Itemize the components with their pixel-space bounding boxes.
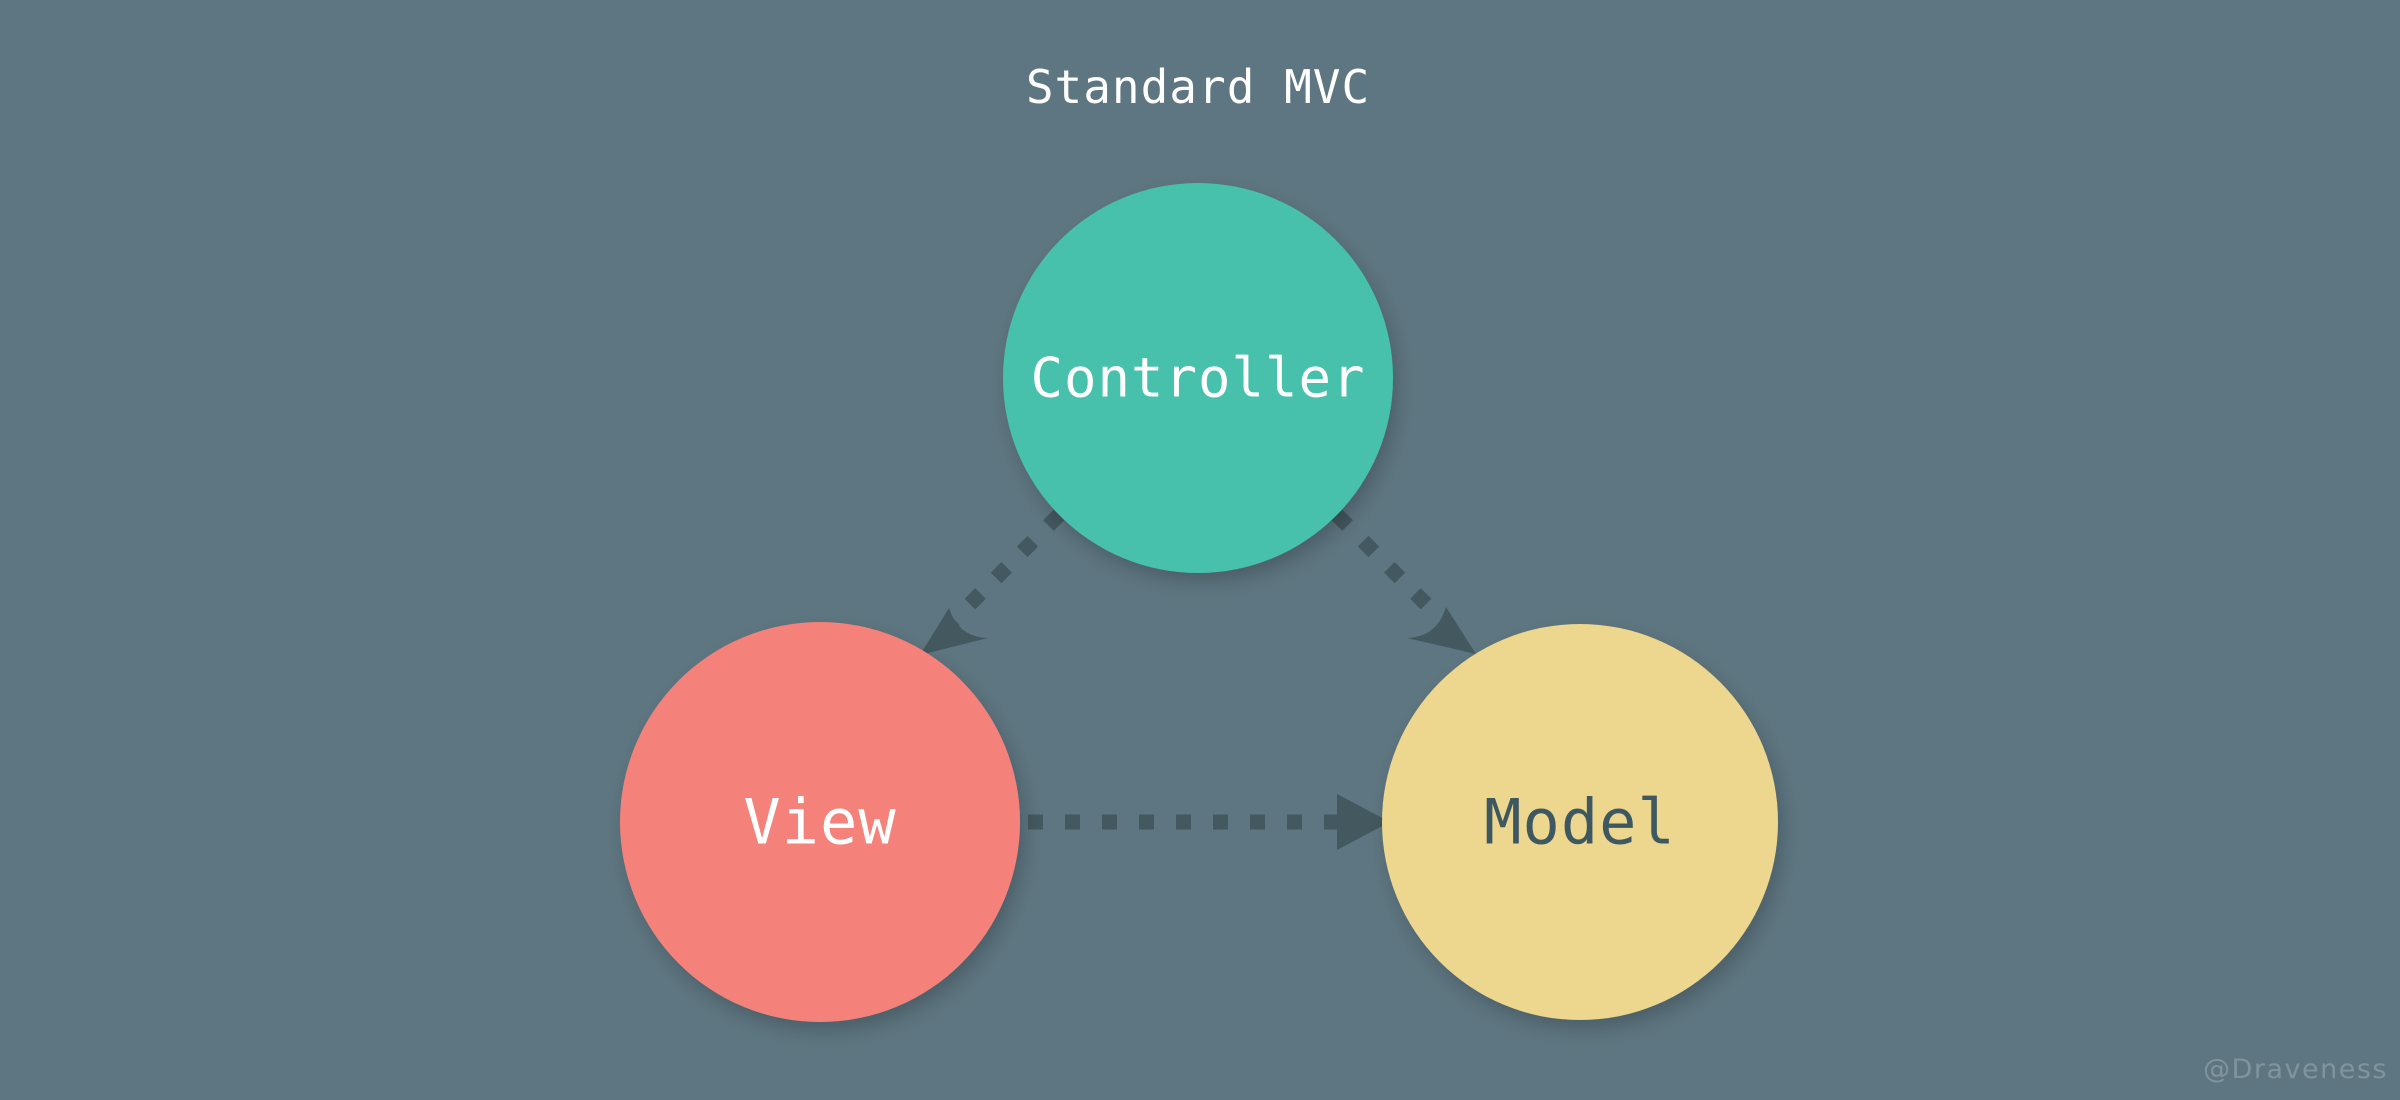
node-view-label: View xyxy=(743,786,896,859)
edge-controller-to-view-line xyxy=(946,509,1065,628)
watermark: @Draveness xyxy=(2203,1054,2388,1085)
page-title: Standard MVC xyxy=(1026,60,1370,114)
edge-controller-to-view-arrowhead xyxy=(920,608,988,655)
edge-controller-to-model-arrowhead xyxy=(1407,607,1476,654)
edge-controller-to-model xyxy=(1331,509,1476,654)
node-controller-label: Controller xyxy=(1030,347,1365,410)
edge-view-to-model-arrowhead xyxy=(1337,794,1390,850)
node-controller-circle[interactable] xyxy=(1003,183,1393,573)
edge-view-to-model xyxy=(1028,794,1390,850)
node-model[interactable]: Model xyxy=(1382,624,1778,1020)
node-view[interactable]: View xyxy=(620,622,1020,1022)
node-model-label: Model xyxy=(1484,786,1676,859)
node-controller[interactable]: Controller xyxy=(1003,183,1393,573)
node-model-circle[interactable] xyxy=(1382,624,1778,1020)
edge-controller-to-model-line xyxy=(1331,509,1449,627)
edge-controller-to-view xyxy=(920,509,1065,655)
node-view-circle[interactable] xyxy=(620,622,1020,1022)
